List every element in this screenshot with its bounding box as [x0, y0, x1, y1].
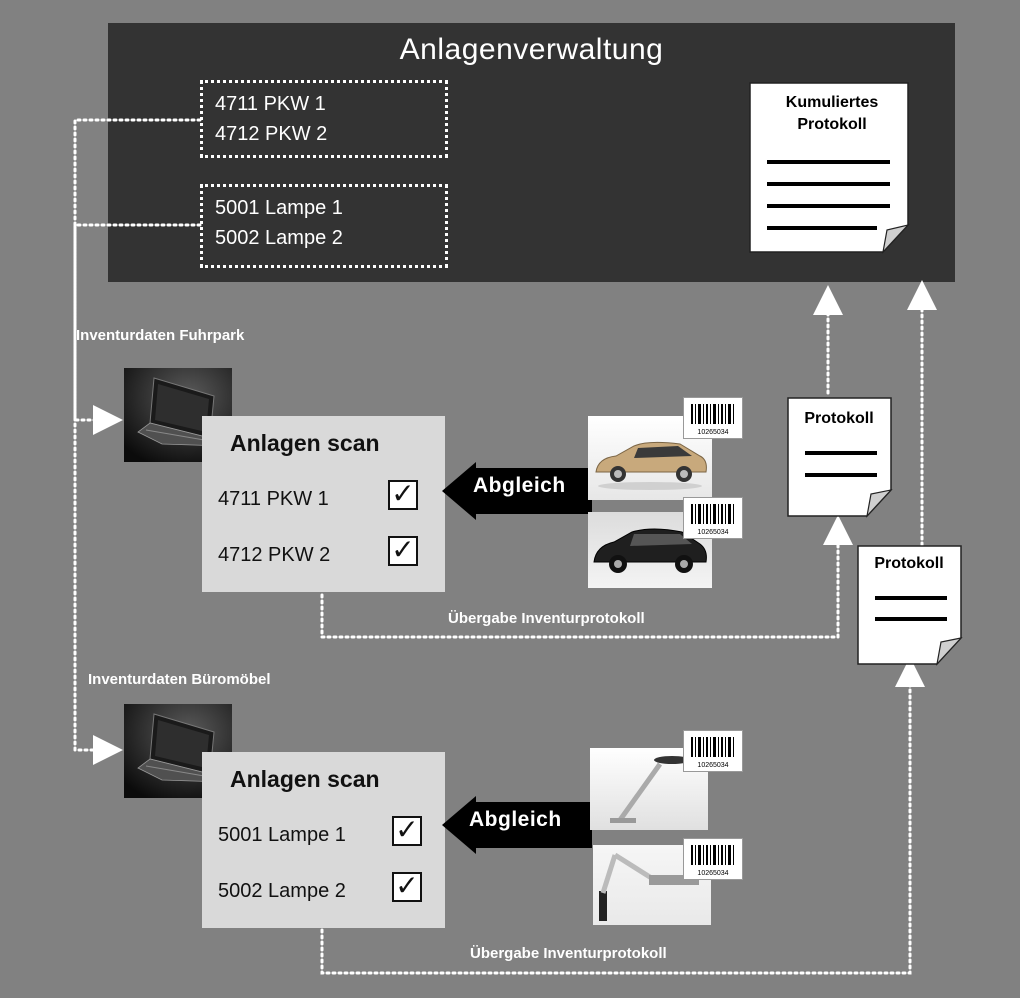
asset-management-title: Anlagenverwaltung — [399, 33, 664, 66]
lamp-asset-list: 5001 Lampe 1 5002 Lampe 2 — [200, 184, 448, 268]
lamp-shape-icon — [599, 852, 699, 921]
barcode-icon: 10265034 — [683, 497, 743, 539]
checkmark-icon: ✓ — [388, 536, 418, 566]
scan-row-label: 4712 PKW 2 — [218, 544, 331, 566]
match-arrow-icon — [442, 796, 592, 854]
cumulative-report-line1: Kumuliertes — [785, 94, 879, 111]
scan-row-label: 5002 Lampe 2 — [218, 880, 346, 902]
barcode-number: 10265034 — [697, 762, 729, 769]
barcode-number: 10265034 — [697, 529, 729, 536]
barcode-number: 10265034 — [697, 870, 729, 877]
scan-row-label: 4711 PKW 1 — [218, 488, 329, 510]
asset-list-item: 4712 PKW 2 — [215, 123, 328, 145]
asset-list-item: 4711 PKW 1 — [215, 93, 326, 115]
report-label: Protokoll — [874, 555, 944, 572]
car-shape-icon — [595, 441, 707, 490]
match-label: Abgleich — [469, 808, 562, 831]
vehicle-asset-list: 4711 PKW 1 4712 PKW 2 — [200, 80, 448, 158]
furniture-scan-card: Anlagen scan 5001 Lampe 1 ✓ 5002 Lampe 2… — [202, 752, 445, 928]
fleet-section-label: Inventurdaten Fuhrpark — [76, 327, 245, 344]
scan-row-label: 5001 Lampe 1 — [218, 824, 346, 846]
barcode-number: 10265034 — [697, 429, 729, 436]
fleet-scan-card: Anlagen scan 4711 PKW 1 ✓ 4712 PKW 2 ✓ — [202, 416, 445, 592]
report-document-icon — [857, 545, 963, 666]
report-document-icon — [787, 397, 893, 518]
car-shape-icon — [593, 528, 707, 573]
asset-list-item: 5002 Lampe 2 — [215, 227, 343, 249]
cumulative-report-document-icon — [749, 82, 910, 254]
report-label: Protokoll — [804, 410, 874, 427]
checkmark-icon: ✓ — [392, 816, 422, 846]
scan-title: Anlagen scan — [230, 766, 380, 792]
checkmark-icon: ✓ — [392, 872, 422, 902]
checkmark-icon: ✓ — [388, 480, 418, 510]
laptop-icon — [124, 704, 232, 798]
barcode-icon: 10265034 — [683, 397, 743, 439]
cumulative-report-label: Kumuliertes Protokoll — [752, 92, 912, 136]
barcode-icon: 10265034 — [683, 838, 743, 880]
lamp-shape-icon — [610, 756, 690, 823]
handover-label: Übergabe Inventurprotokoll — [470, 945, 667, 962]
asset-list-item: 5001 Lampe 1 — [215, 197, 343, 219]
match-label: Abgleich — [473, 474, 566, 497]
furniture-section-label: Inventurdaten Büromöbel — [88, 671, 271, 688]
cumulative-report-line2: Protokoll — [797, 116, 867, 133]
handover-label: Übergabe Inventurprotokoll — [448, 610, 645, 627]
scan-title: Anlagen scan — [230, 430, 380, 456]
barcode-icon: 10265034 — [683, 730, 743, 772]
match-arrow-icon — [442, 462, 592, 520]
